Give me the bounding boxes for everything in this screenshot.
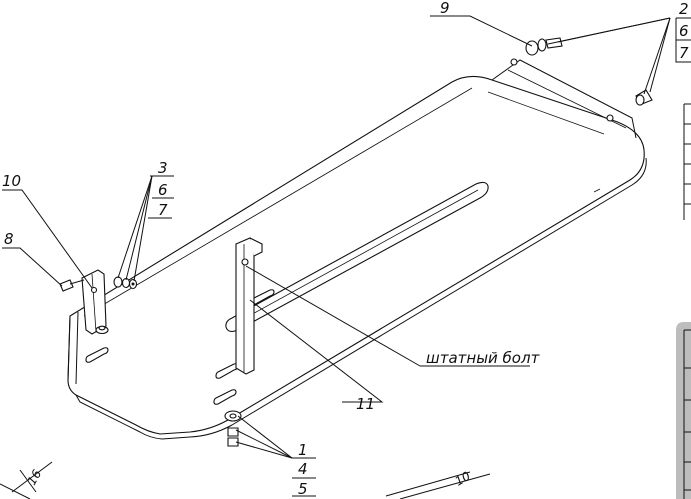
- dimension-10: 10: [453, 469, 474, 489]
- callout-2: 2: [679, 0, 689, 18]
- skid-plate: [67, 59, 647, 440]
- fasteners-3-6-7: [113, 276, 138, 290]
- callout-6-mid: 6: [158, 181, 168, 199]
- dimension-16: 16: [24, 467, 44, 488]
- callout-4: 4: [298, 460, 308, 478]
- callout-6-top: 6: [679, 22, 689, 40]
- bolt-8: [59, 279, 85, 292]
- callout-3: 3: [158, 159, 168, 177]
- callout-10: 10: [2, 172, 21, 190]
- callout-5: 5: [298, 480, 308, 498]
- bolt-note: штатный болт: [426, 349, 541, 367]
- callout-11: 11: [356, 395, 375, 413]
- left-bracket: [81, 269, 109, 335]
- callout-9: 9: [440, 0, 450, 17]
- callout-7-top: 7: [679, 44, 689, 62]
- callout-7-mid: 7: [158, 201, 168, 219]
- title-block-fragment: [676, 103, 691, 499]
- callout-8: 8: [4, 230, 14, 248]
- fasteners-1-4-5: [224, 410, 242, 447]
- callout-1: 1: [298, 441, 308, 459]
- leader-lines: [0, 15, 691, 499]
- vertical-bracket: [235, 237, 263, 375]
